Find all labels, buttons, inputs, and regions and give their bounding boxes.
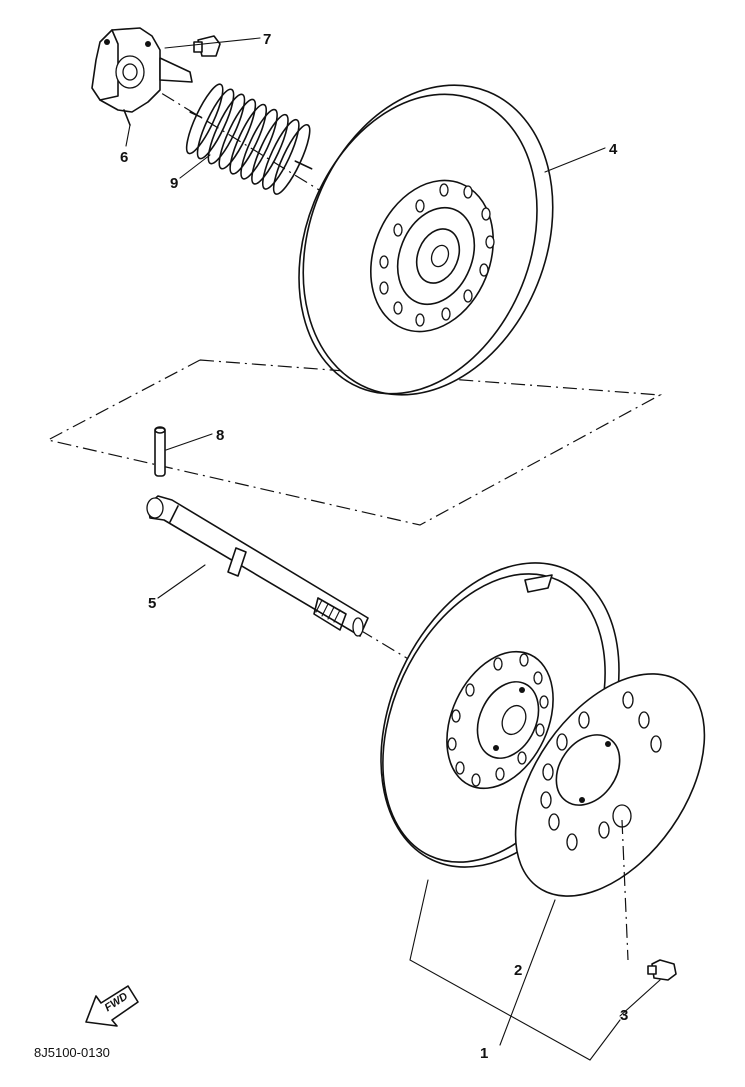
callout-2: 2: [514, 962, 522, 979]
callout-5: 5: [148, 595, 156, 612]
cam-plate-holes: [540, 691, 662, 851]
callout-4: 4: [609, 141, 618, 158]
part-9-spring: [185, 83, 313, 195]
part-5-shaft: [146, 495, 369, 637]
sheave-1-holes: [447, 653, 549, 787]
part-2-cam-plate: [514, 673, 706, 897]
callout-7: 7: [263, 31, 271, 48]
leader-lines: [125, 37, 661, 1061]
part-8-pin: [154, 426, 166, 477]
callout-6: 6: [120, 149, 128, 166]
part-7-screw: [193, 35, 221, 57]
callout-9: 9: [170, 175, 178, 192]
sheave-holes: [379, 183, 495, 327]
callouts: 7 6 9 4 8 5 2 3 1: [120, 31, 628, 1062]
fwd-arrow-icon: FWD: [85, 985, 139, 1027]
drawing-code: 8J5100-0130: [34, 1045, 110, 1060]
callout-8: 8: [216, 427, 224, 444]
callout-1: 1: [480, 1045, 488, 1062]
part-3-bolt: [621, 819, 677, 981]
callout-3: 3: [620, 1007, 628, 1024]
part-6-bracket: [91, 27, 193, 126]
part-4-sheave: [298, 84, 554, 396]
